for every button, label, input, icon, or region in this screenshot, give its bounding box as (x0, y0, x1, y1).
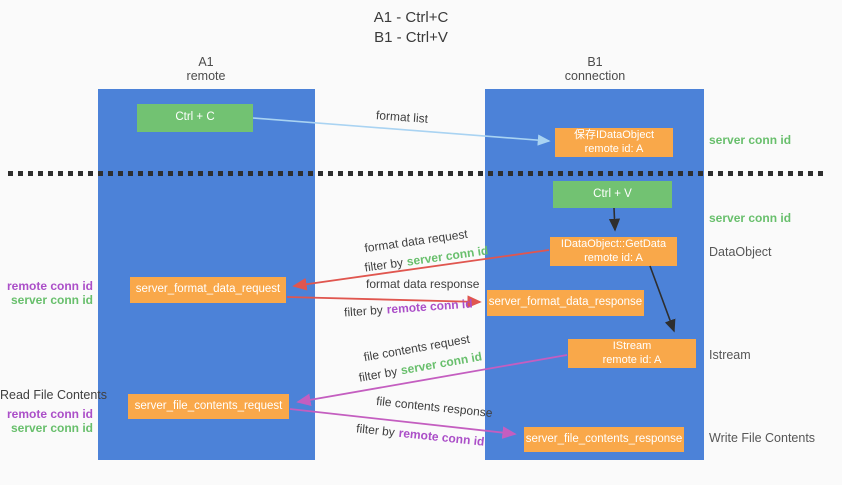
getdata-line2: remote id: A (584, 251, 643, 264)
filter-by-text: filter by (343, 302, 384, 320)
node-server-format-data-response: server_format_data_response (487, 290, 644, 316)
left-label-read-file-contents: Read File Contents (0, 388, 108, 402)
getdata-line1: IDataObject::GetData (560, 238, 667, 250)
remote-conn-id-text: remote conn id (386, 296, 474, 317)
right-label-dataobject: DataObject (709, 245, 772, 259)
ctrl-v-label: Ctrl + V (593, 187, 632, 200)
title-line-1: A1 - Ctrl+C (373, 9, 449, 26)
istream-line2: remote id: A (602, 353, 662, 366)
label-file-contents-response: file contents response (375, 393, 494, 421)
server-format-data-response-label: server_format_data_response (488, 296, 643, 309)
lane-header-b1: B1 connection (525, 55, 665, 83)
right-label-server-conn-id-1: server conn id (709, 133, 792, 147)
node-istream: IStream remote id: A (568, 339, 696, 368)
server-file-contents-request-label: server_file_contents_request (134, 399, 283, 412)
save-idataobject-line1: 保存IDataObject (573, 129, 655, 141)
filter-by-text: filter by (357, 364, 399, 385)
filter-by-text: filter by (355, 421, 396, 440)
title-line-2: B1 - Ctrl+V (374, 29, 448, 46)
label-format-data-response: format data response (366, 277, 480, 291)
lane-a1-subtitle: remote (186, 69, 226, 83)
right-label-write-file-contents: Write File Contents (709, 431, 816, 445)
lane-b1-name: B1 (587, 55, 603, 69)
remote-conn-id-text: remote conn id (398, 425, 486, 449)
right-label-server-conn-id-2: server conn id (709, 211, 792, 225)
node-save-idataobject: 保存IDataObject remote id: A (555, 128, 673, 157)
server-format-data-request-label: server_format_data_request (135, 283, 281, 296)
ctrl-c-label: Ctrl + C (175, 111, 215, 124)
filter-by-text: filter by (363, 255, 404, 275)
left-label-server-conn-id-1: server conn id (10, 293, 93, 307)
lane-header-a1: A1 remote (136, 55, 276, 83)
node-server-format-data-request: server_format_data_request (130, 277, 286, 303)
istream-line1: IStream (612, 340, 652, 352)
node-ctrl-c: Ctrl + C (137, 104, 253, 132)
left-label-remote-conn-id-1: remote conn id (6, 279, 93, 293)
label-format-list: format list (375, 108, 429, 126)
node-server-file-contents-request: server_file_contents_request (128, 394, 289, 419)
diagram-title: A1 - Ctrl+C B1 - Ctrl+V (296, 8, 526, 48)
lane-a1-name: A1 (198, 55, 214, 69)
session-divider-line (8, 171, 826, 176)
lane-b1-subtitle: connection (564, 69, 626, 83)
save-idataobject-line2: remote id: A (584, 142, 644, 155)
left-label-remote-conn-id-2: remote conn id (6, 407, 93, 421)
node-ctrl-v: Ctrl + V (553, 181, 672, 208)
left-label-server-conn-id-2: server conn id (10, 421, 93, 435)
node-idataobject-getdata: IDataObject::GetData remote id: A (550, 237, 677, 266)
right-label-istream: Istream (709, 348, 751, 362)
node-server-file-contents-response: server_file_contents_response (524, 427, 684, 452)
server-file-contents-response-label: server_file_contents_response (525, 432, 683, 445)
